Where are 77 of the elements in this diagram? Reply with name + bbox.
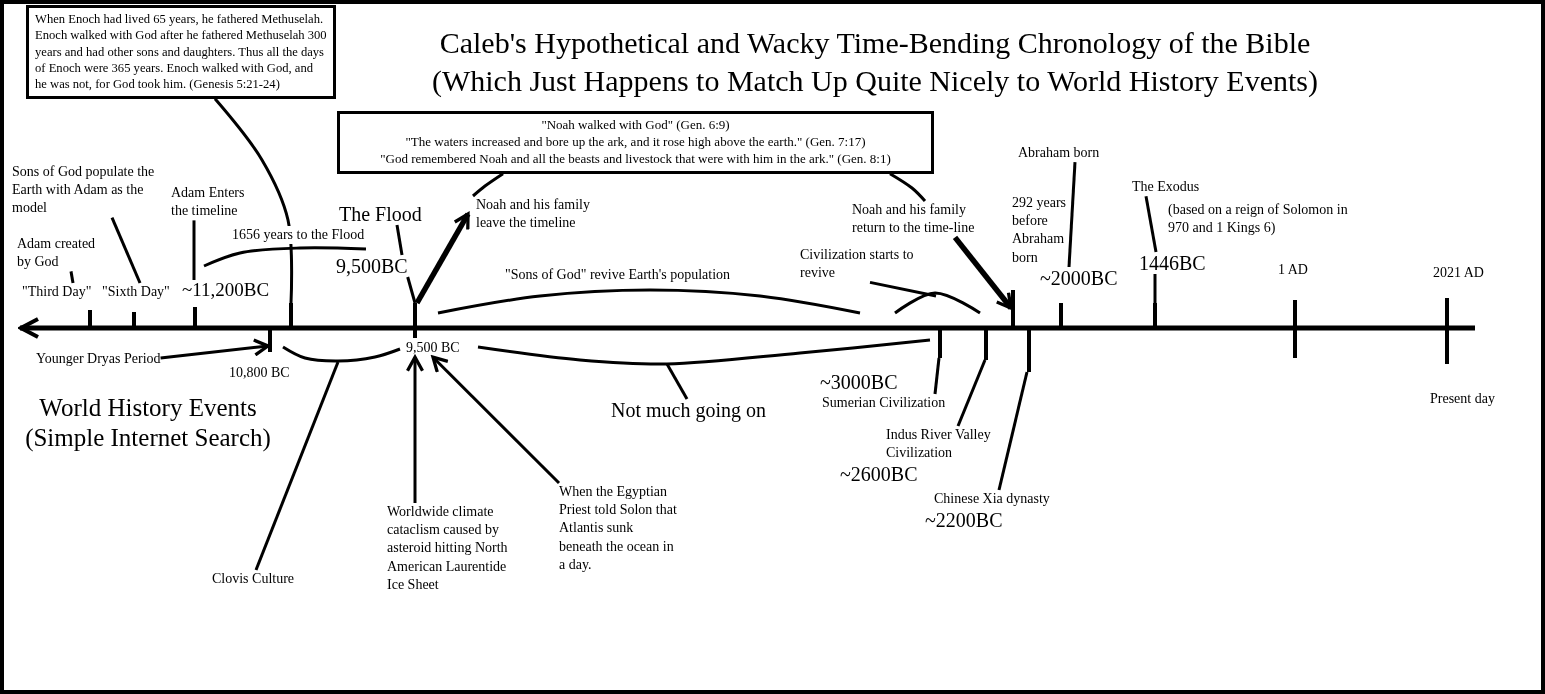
tick-mark — [1011, 290, 1015, 328]
event-text: Adam created by God — [17, 235, 103, 272]
timeline-label: (based on a reign of Solomon in 970 and 1 Kings 6) — [1168, 201, 1349, 238]
leader-line — [997, 371, 1029, 491]
leader-line — [889, 172, 927, 202]
event-text: Indus River Valley Civilization — [886, 426, 1006, 463]
leader-line — [406, 276, 417, 304]
arrow — [405, 355, 425, 503]
timeline-label: World History Events (Simple Internet Search) — [24, 393, 272, 453]
tick-mark — [1027, 330, 1031, 372]
event-text: Civilization starts to revive — [800, 246, 922, 283]
tick-mark — [984, 330, 988, 360]
event-text: Noah and his family return to the time-line — [852, 201, 997, 238]
event-text: Clovis Culture — [212, 570, 295, 589]
span-bracket — [281, 344, 402, 364]
event-text: Sons of God populate the Earth with Adam as the model — [12, 163, 164, 218]
timeline-label: ~2200BC — [925, 508, 1003, 532]
event-text: Chinese Xia dynasty — [934, 490, 1050, 509]
event-text: "Third Day" — [22, 283, 92, 302]
tick-mark — [413, 303, 417, 338]
event-text: When the Egyptian Priest told Solon that Atlantis sunk beneath the ocean in a day. — [559, 483, 677, 574]
quote-text: "Noah walked with God" (Gen. 6:9) — [540, 117, 731, 134]
event-text: Adam Enters the timeline — [171, 184, 253, 221]
leader-line — [472, 172, 504, 198]
leader-line — [933, 357, 941, 395]
event-text: 9,500 BC — [406, 339, 460, 358]
event-text: 1446BC — [1139, 252, 1206, 274]
leader-line — [69, 271, 75, 284]
event-text: "Sixth Day" — [102, 283, 170, 302]
event-text: Abraham born — [1018, 144, 1100, 163]
event-text: Not much going on — [611, 399, 766, 421]
timeline-axis — [18, 317, 1477, 339]
tick-mark — [289, 303, 293, 328]
tick-mark — [268, 330, 272, 352]
leader-line — [956, 359, 987, 427]
quote-text: When Enoch had lived 65 years, he fathered Methuselah. Enoch walked with God after he fathered Methuselah 300 years and had other sons and daughters. Thus all the days of Enoch were 365 years. Enoch walked with God, and he was not, for God took him. (Genesis 5:21-24) — [35, 11, 327, 93]
timeline-label: "Sons of God" revive Earth's population — [505, 266, 731, 284]
arrow — [160, 338, 270, 360]
arrow — [414, 212, 471, 305]
timeline-label: 2021 AD — [1433, 264, 1484, 282]
event-text: ~11,200BC — [182, 280, 270, 301]
leader-line — [665, 363, 689, 400]
leader-line — [395, 224, 404, 256]
quote-text: "God remembered Noah and all the beasts and livestock that were with him in the ark." (Gen. 8:1) — [379, 150, 892, 168]
quote-text: "The waters increased and bore up the ark, and it rose high above the earth." (Gen. 7:17) — [404, 133, 867, 151]
leader-line — [1067, 162, 1077, 268]
event-text: Younger Dryas Period — [36, 350, 161, 369]
leader-line — [254, 361, 340, 571]
event-text: ~2000BC — [1040, 267, 1118, 289]
event-text: The Flood — [339, 203, 422, 225]
leader-line — [1144, 195, 1158, 253]
event-text: 9,500BC — [336, 255, 408, 277]
leader-line — [213, 97, 294, 304]
timeline-label: 292 years before Abraham born — [1012, 194, 1068, 267]
event-text: Sumerian Civilization — [822, 394, 946, 413]
title: Caleb's Hypothetical and Wacky Time-Bending Chronology of the Bible (Which Just Happens to Match Up Quite Nicely to World History Events) — [430, 25, 1319, 99]
leader-line — [192, 220, 196, 280]
leader-line — [869, 280, 937, 298]
leader-line — [1153, 274, 1157, 303]
quote-box — [337, 111, 934, 174]
leader-line — [110, 216, 142, 284]
timeline-label: 1 AD — [1278, 261, 1308, 279]
arrow — [431, 355, 561, 485]
timeline-label: ~3000BC — [820, 370, 898, 394]
arrow — [952, 235, 1014, 310]
tick-mark — [1153, 303, 1157, 328]
event-text: Worldwide climate cataclism caused by asteroid hitting North American Laurentide Ice Sheet — [387, 503, 511, 594]
timeline-label: 10,800 BC — [229, 364, 290, 382]
event-text: Noah and his family leave the timeline — [468, 196, 602, 233]
tick-mark — [938, 330, 942, 358]
timeline-label: Present day — [1430, 390, 1495, 408]
span-bracket — [893, 290, 982, 316]
quote-box — [26, 5, 336, 99]
span-bracket — [476, 337, 932, 367]
event-text: The Exodus — [1132, 178, 1200, 197]
timeline-label: ~2600BC — [840, 462, 918, 486]
timeline-label: 1656 years to the Flood — [232, 226, 365, 245]
